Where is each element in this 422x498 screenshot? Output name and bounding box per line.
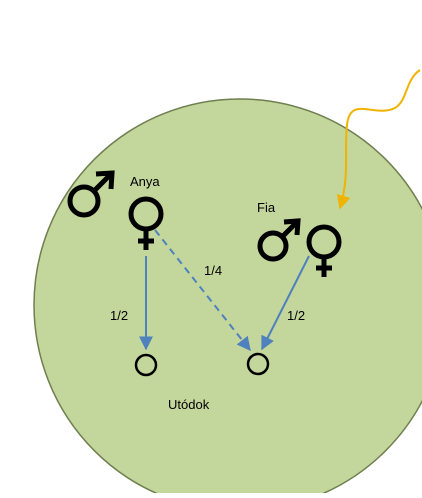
label-fraction-right: 1/2 bbox=[287, 308, 305, 323]
label-mother: Anya bbox=[130, 174, 160, 189]
label-fraction-left: 1/2 bbox=[110, 308, 128, 323]
offspring-circle-left bbox=[134, 353, 158, 377]
arrow-female-to-right-offspring bbox=[261, 255, 310, 351]
label-son: Fia bbox=[257, 200, 276, 215]
female-symbol-icon bbox=[306, 224, 342, 277]
offspring-circle-right bbox=[246, 352, 270, 376]
female-symbol-icon bbox=[128, 196, 164, 250]
population-circle bbox=[33, 98, 422, 498]
label-offspring: Utódok bbox=[168, 397, 210, 412]
male-symbol-icon bbox=[257, 218, 301, 262]
male-symbol-icon bbox=[67, 170, 115, 218]
incoming-curved-arrow bbox=[336, 69, 421, 210]
label-fraction-middle: 1/4 bbox=[204, 263, 222, 278]
arrow-mother-to-right-offspring bbox=[154, 229, 251, 352]
